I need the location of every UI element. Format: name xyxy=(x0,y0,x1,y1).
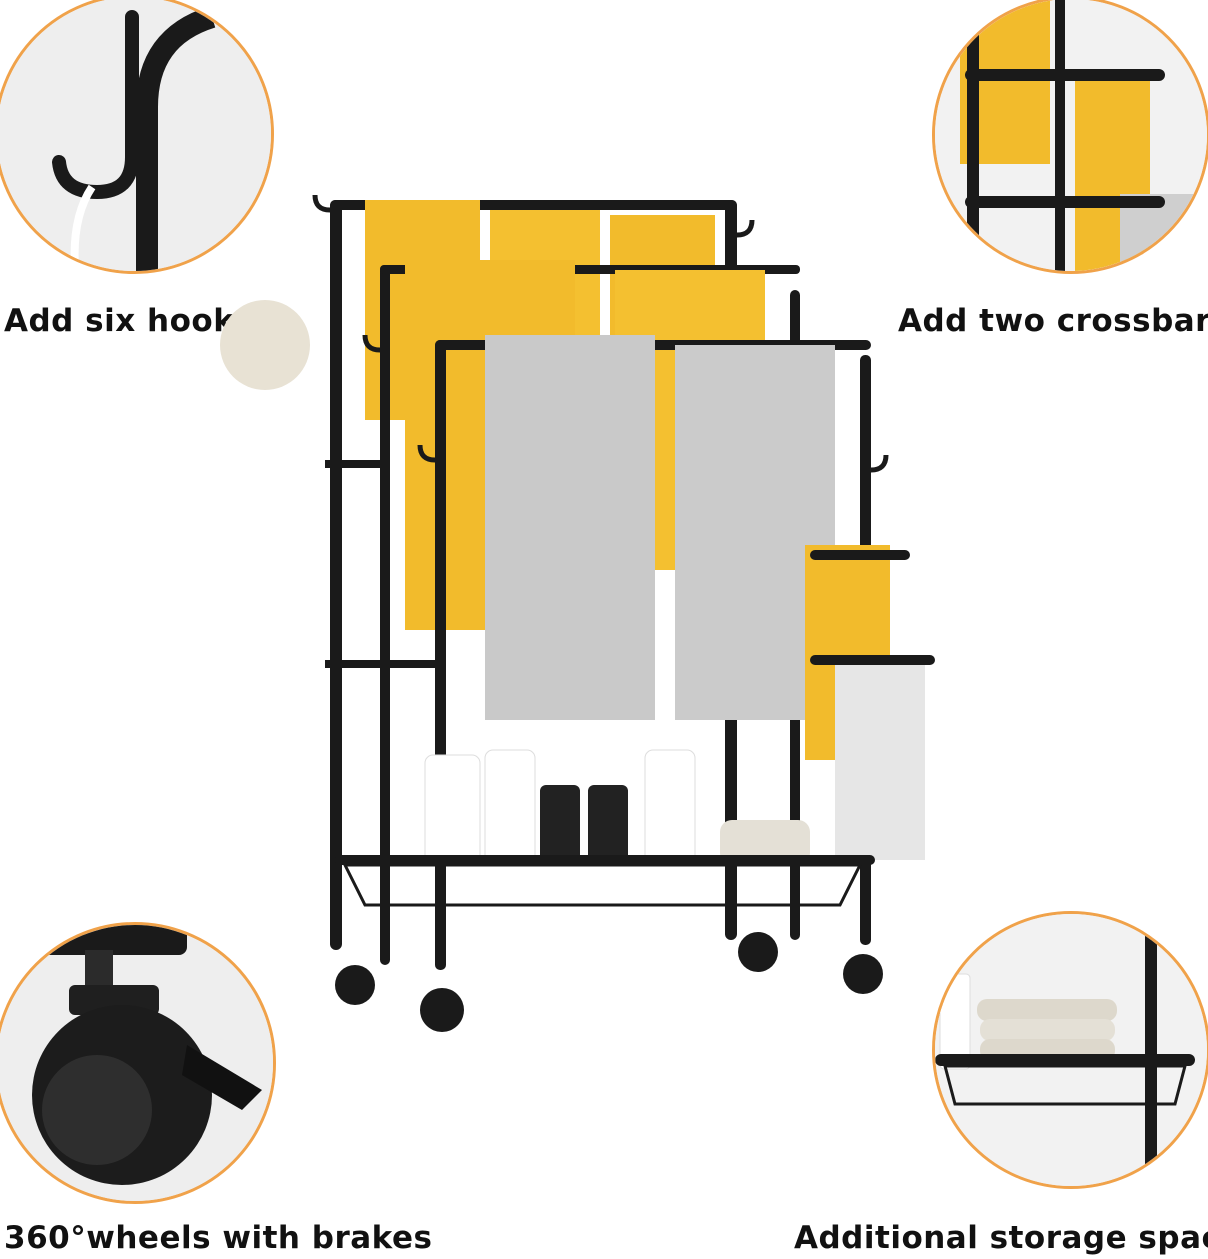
hooks-caption: Add six hooks xyxy=(4,303,254,339)
wheels-caption: 360°wheels with brakes xyxy=(4,1220,433,1256)
wheel-closeup-image xyxy=(0,925,273,1201)
storage-caption: Additional storage space xyxy=(794,1220,1208,1256)
crossbars-caption: Add two crossbars xyxy=(898,303,1208,339)
towel-rack-product-image xyxy=(220,194,935,1032)
storage-detail-circle xyxy=(932,911,1208,1189)
storage-closeup-image xyxy=(935,914,1207,1186)
hooks-detail-circle xyxy=(0,0,274,274)
crossbars-detail-circle xyxy=(932,0,1208,274)
crossbar-closeup-image xyxy=(935,0,1207,271)
hook-closeup-image xyxy=(0,0,271,271)
wheels-detail-circle xyxy=(0,922,276,1204)
